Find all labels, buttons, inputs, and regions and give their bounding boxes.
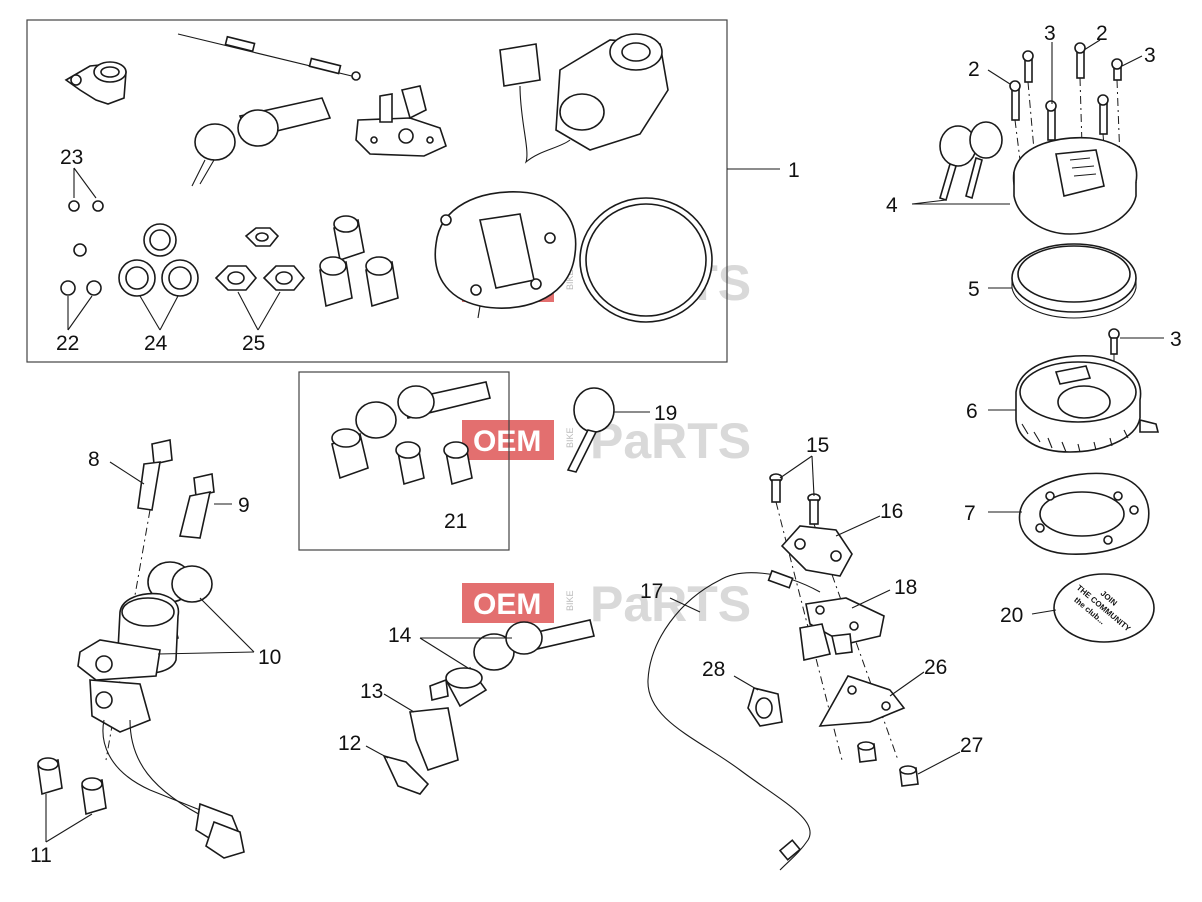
callout-15[interactable]: 15 xyxy=(806,434,829,457)
latch-18[interactable] xyxy=(799,597,885,661)
leader-2b xyxy=(1083,39,1101,51)
leader-15b xyxy=(811,455,815,497)
svg-text:PaRTS: PaRTS xyxy=(590,576,751,632)
clip-12[interactable] xyxy=(382,754,430,795)
callout-17[interactable]: 17 xyxy=(640,580,663,603)
lock-14[interactable] xyxy=(429,619,595,708)
callout-22[interactable]: 22 xyxy=(56,332,79,355)
plate-7[interactable] xyxy=(1018,472,1150,556)
screws-23[interactable] xyxy=(68,167,104,212)
leader-16 xyxy=(835,515,881,537)
washers-22[interactable] xyxy=(60,243,102,331)
callout-2b[interactable]: 2 xyxy=(1096,22,1108,45)
callout-25[interactable]: 25 xyxy=(242,332,265,355)
leader-14b xyxy=(419,637,469,669)
leader-28 xyxy=(733,675,759,691)
bracket-13[interactable] xyxy=(409,707,459,771)
svg-text:BIKE: BIKE xyxy=(565,427,575,448)
callout-14[interactable]: 14 xyxy=(388,624,412,647)
callout-20[interactable]: 20 xyxy=(1000,604,1023,627)
callout-21[interactable]: 21 xyxy=(444,510,467,533)
leader-15a xyxy=(779,455,813,479)
leader-20 xyxy=(1031,609,1057,615)
leader-3b xyxy=(1121,55,1143,67)
callout-3c[interactable]: 3 xyxy=(1170,328,1182,351)
leader-12 xyxy=(365,745,389,759)
callout-24[interactable]: 24 xyxy=(144,332,168,355)
leader-27 xyxy=(917,751,961,775)
callout-1[interactable]: 1 xyxy=(788,159,800,182)
callout-16[interactable]: 16 xyxy=(880,500,903,523)
svg-text:OEM: OEM xyxy=(473,425,541,458)
callout-23[interactable]: 23 xyxy=(60,146,83,169)
callout-27[interactable]: 27 xyxy=(960,734,983,757)
ignition-lock-10[interactable] xyxy=(77,561,245,859)
callout-9[interactable]: 9 xyxy=(238,494,250,517)
cable-17[interactable] xyxy=(647,569,821,871)
fuel-cap-kit[interactable] xyxy=(434,191,577,319)
gasket-5[interactable] xyxy=(1011,243,1137,319)
callout-3b[interactable]: 3 xyxy=(1144,44,1156,67)
watermark-bottom: OEM BIKE PaRTS xyxy=(462,576,751,632)
callout-4[interactable]: 4 xyxy=(886,194,898,217)
callout-18[interactable]: 18 xyxy=(894,576,917,599)
caps-11[interactable] xyxy=(37,757,107,816)
community-badge[interactable]: JOIN THE COMMUNITY the club... xyxy=(1053,573,1155,643)
leader-18 xyxy=(851,589,891,609)
callout-26[interactable]: 26 xyxy=(924,656,947,679)
gasket-ring-kit[interactable] xyxy=(579,197,713,323)
leader-13 xyxy=(383,693,415,713)
callout-10[interactable]: 10 xyxy=(258,646,281,669)
bolt-9[interactable] xyxy=(178,473,215,539)
callout-19[interactable]: 19 xyxy=(654,402,677,425)
release-cable[interactable] xyxy=(177,33,361,81)
callout-28[interactable]: 28 xyxy=(702,658,725,681)
plate-16[interactable] xyxy=(780,525,853,577)
callout-8[interactable]: 8 xyxy=(88,448,100,471)
leader-17 xyxy=(669,597,701,613)
svg-text:BIKE: BIKE xyxy=(565,590,575,611)
plate-26[interactable] xyxy=(818,675,906,727)
kit-box-21 xyxy=(298,371,510,551)
lock-barrel-small[interactable] xyxy=(64,61,127,105)
callout-2a[interactable]: 2 xyxy=(968,58,980,81)
leader-4b xyxy=(911,199,947,205)
nuts-25[interactable] xyxy=(214,227,306,331)
clip-28[interactable] xyxy=(747,687,783,727)
callout-3a[interactable]: 3 xyxy=(1044,22,1056,45)
fuel-cap-top[interactable] xyxy=(1012,136,1138,235)
key-set-kit[interactable] xyxy=(191,97,332,187)
leader-11b xyxy=(45,813,93,843)
ignition-switch-kit[interactable] xyxy=(499,33,669,164)
kit-box-1 xyxy=(26,19,728,363)
key-19[interactable] xyxy=(566,387,615,473)
leader-8 xyxy=(109,461,145,485)
callout-7[interactable]: 7 xyxy=(964,502,976,525)
callout-6[interactable]: 6 xyxy=(966,400,978,423)
callout-5[interactable]: 5 xyxy=(968,278,980,301)
svg-text:PaRTS: PaRTS xyxy=(590,413,751,469)
leader-26 xyxy=(889,671,925,697)
leader-10a xyxy=(199,597,255,653)
key-set-21[interactable] xyxy=(331,381,491,486)
lock-cylinders-kit[interactable] xyxy=(319,215,399,308)
svg-text:OEM: OEM xyxy=(473,588,541,621)
svg-text:BIKE: BIKE xyxy=(565,269,575,290)
leader-2a xyxy=(987,69,1011,85)
washers-24[interactable] xyxy=(118,223,199,331)
seat-latch[interactable] xyxy=(355,85,447,157)
watermark-middle: OEM BIKE PaRTS xyxy=(462,413,751,469)
callout-11[interactable]: 11 xyxy=(30,844,52,867)
callout-12[interactable]: 12 xyxy=(338,732,361,755)
nuts-27[interactable] xyxy=(857,741,919,787)
keys-4[interactable] xyxy=(939,121,1003,202)
flange-6[interactable] xyxy=(1015,354,1160,453)
leader-10b xyxy=(157,651,255,655)
callout-13[interactable]: 13 xyxy=(360,680,383,703)
